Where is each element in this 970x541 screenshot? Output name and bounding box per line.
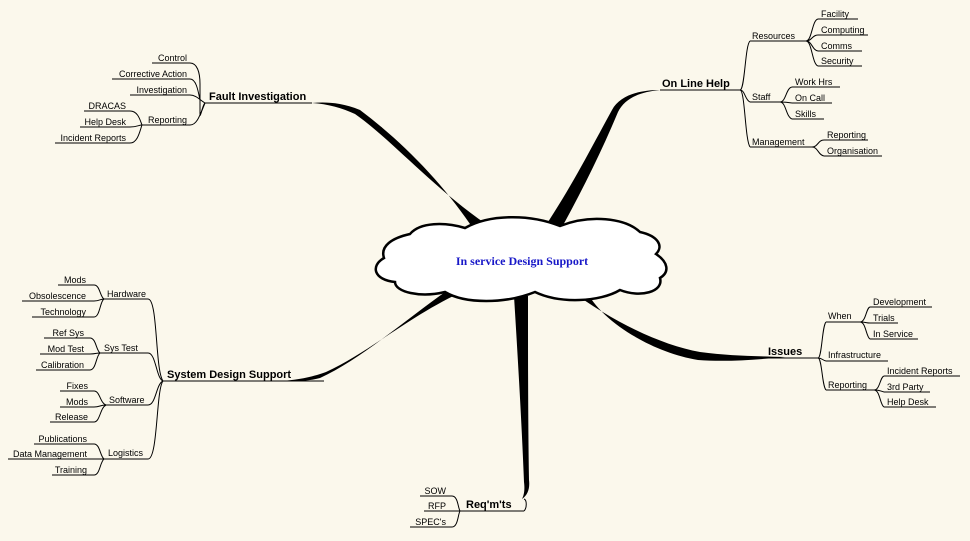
node-work-hrs[interactable]: Work Hrs xyxy=(795,77,833,87)
spoke-issues xyxy=(570,290,785,361)
node-ref-sys[interactable]: Ref Sys xyxy=(52,328,84,338)
node-publications[interactable]: Publications xyxy=(38,434,87,444)
central-cloud[interactable] xyxy=(374,216,668,303)
node-hardware[interactable]: Hardware xyxy=(107,289,146,299)
node-incident-reports[interactable]: Incident Reports xyxy=(60,133,126,143)
node-issues-incident-reports[interactable]: Incident Reports xyxy=(887,366,953,376)
node-when[interactable]: When xyxy=(828,311,852,321)
node-technology[interactable]: Technology xyxy=(40,307,86,317)
node-resources[interactable]: Resources xyxy=(752,31,796,41)
spoke-system-design-support xyxy=(280,290,466,382)
node-staff[interactable]: Staff xyxy=(752,92,771,102)
node-calibration[interactable]: Calibration xyxy=(41,360,84,370)
node-corrective-action[interactable]: Corrective Action xyxy=(119,69,187,79)
spoke-reqmts xyxy=(514,296,530,499)
node-hw-mods[interactable]: Mods xyxy=(64,275,87,285)
node-on-call[interactable]: On Call xyxy=(795,93,825,103)
spokes xyxy=(280,90,785,499)
node-logistics[interactable]: Logistics xyxy=(108,448,144,458)
node-specs[interactable]: SPEC's xyxy=(415,517,446,527)
node-training[interactable]: Training xyxy=(55,465,87,475)
node-fixes[interactable]: Fixes xyxy=(66,381,88,391)
node-in-service[interactable]: In Service xyxy=(873,329,913,339)
node-mgmt-reporting[interactable]: Reporting xyxy=(827,130,866,140)
node-skills[interactable]: Skills xyxy=(795,109,817,119)
central-topic[interactable]: In service Design Support xyxy=(456,254,588,268)
node-reporting[interactable]: Reporting xyxy=(148,115,187,125)
node-dracas[interactable]: DRACAS xyxy=(88,101,126,111)
node-rfp[interactable]: RFP xyxy=(428,501,446,511)
branch-issues: Issues When Development Trials In Servic… xyxy=(764,297,960,408)
node-on-line-help[interactable]: On Line Help xyxy=(662,78,730,90)
node-issues[interactable]: Issues xyxy=(768,346,802,358)
node-sw-mods[interactable]: Mods xyxy=(66,397,89,407)
node-issues-help-desk[interactable]: Help Desk xyxy=(887,397,929,407)
node-management[interactable]: Management xyxy=(752,137,805,147)
node-obsolescence[interactable]: Obsolescence xyxy=(29,291,86,301)
branch-reqmts: Req'm'ts SOW RFP SPEC's xyxy=(410,486,527,528)
node-organisation[interactable]: Organisation xyxy=(827,146,878,156)
node-investigation[interactable]: Investigation xyxy=(136,85,187,95)
node-sow[interactable]: SOW xyxy=(425,486,447,496)
node-help-desk[interactable]: Help Desk xyxy=(84,117,126,127)
node-mod-test[interactable]: Mod Test xyxy=(48,344,85,354)
node-data-management[interactable]: Data Management xyxy=(13,449,88,459)
node-3rd-party[interactable]: 3rd Party xyxy=(887,382,924,392)
branch-fault-investigation: Fault Investigation Control Corrective A… xyxy=(55,53,312,144)
node-development[interactable]: Development xyxy=(873,297,927,307)
node-security[interactable]: Security xyxy=(821,56,854,66)
spoke-on-line-help xyxy=(540,90,660,238)
branch-on-line-help: On Line Help Resources Staff Management … xyxy=(660,9,882,157)
node-infrastructure[interactable]: Infrastructure xyxy=(828,350,881,360)
node-computing[interactable]: Computing xyxy=(821,25,865,35)
node-system-design-support[interactable]: System Design Support xyxy=(167,369,291,381)
node-trials[interactable]: Trials xyxy=(873,313,895,323)
node-facility[interactable]: Facility xyxy=(821,9,850,19)
node-comms[interactable]: Comms xyxy=(821,41,852,51)
node-issues-reporting[interactable]: Reporting xyxy=(828,380,867,390)
node-fault-investigation[interactable]: Fault Investigation xyxy=(209,91,306,103)
node-sys-test[interactable]: Sys Test xyxy=(104,343,138,353)
spoke-fault-investigation xyxy=(312,102,486,224)
node-control[interactable]: Control xyxy=(158,53,187,63)
branch-system-design-support: System Design Support Hardware Mods Obso… xyxy=(8,275,324,476)
node-software[interactable]: Software xyxy=(109,395,145,405)
node-reqmts[interactable]: Req'm'ts xyxy=(466,499,512,511)
node-release[interactable]: Release xyxy=(55,412,88,422)
